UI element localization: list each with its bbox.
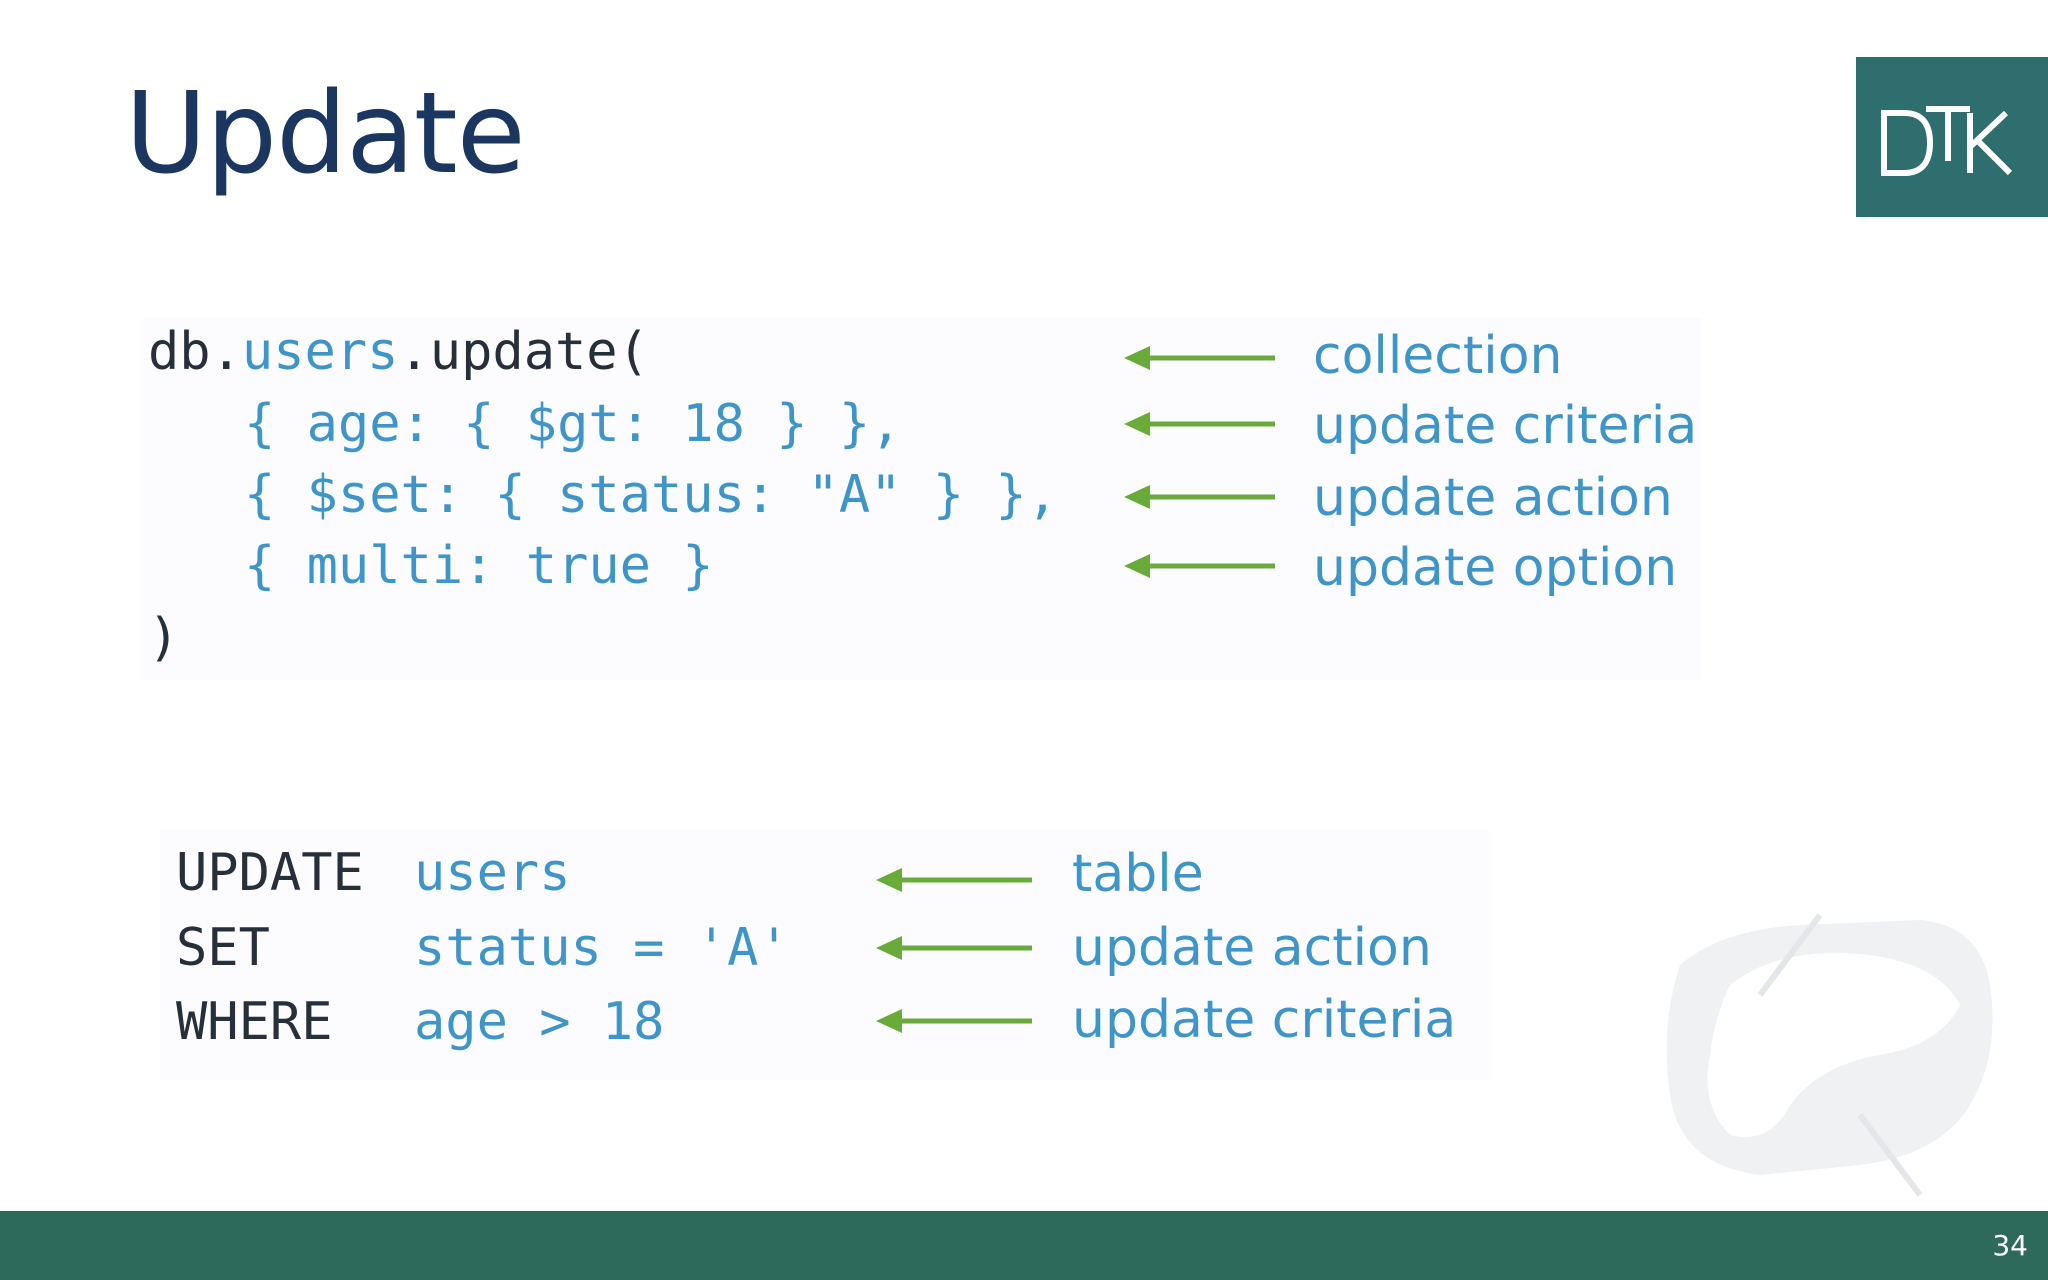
arrow-left-icon	[1124, 485, 1275, 509]
page-number: 34	[1992, 1229, 2028, 1262]
code-line-5: )	[148, 608, 180, 668]
code-line-1: db.users.update(	[148, 326, 649, 378]
slide-title: Update	[125, 69, 526, 199]
dtk-logo	[1856, 57, 2048, 217]
arrow-left-icon	[876, 868, 1032, 892]
code-db: db.	[148, 322, 242, 382]
footer-bar: 34	[0, 1211, 2048, 1280]
code-line-2: { age: { $gt: 18 } },	[244, 394, 902, 454]
sql-code-block	[160, 830, 1490, 1080]
sql-value-where: age > 18	[414, 992, 665, 1052]
arrow-left-icon	[1124, 346, 1275, 370]
sql-value-table: users	[414, 843, 571, 903]
note-update-action: update action	[1313, 468, 1673, 528]
note-update-criteria: update criteria	[1313, 396, 1698, 456]
note-sql-update-action: update action	[1072, 918, 1432, 978]
arrow-left-icon	[876, 936, 1032, 960]
dtk-logo-icon	[1881, 106, 2013, 176]
code-users: users	[241, 322, 399, 382]
code-line-4: { multi: true }	[244, 536, 714, 596]
arrow-left-icon	[1124, 412, 1275, 436]
arrow-left-icon	[1124, 554, 1275, 578]
note-sql-update-criteria: update criteria	[1072, 990, 1457, 1050]
sql-keyword-update: UPDATE	[176, 843, 364, 903]
code-line-3: { $set: { status: "A" } },	[244, 465, 1058, 525]
code-update: .update(	[398, 322, 649, 382]
drawing-hands-icon	[1666, 913, 1993, 1197]
sql-keyword-set: SET	[176, 918, 270, 978]
mongo-code-block	[142, 318, 1702, 680]
note-update-option: update option	[1313, 538, 1678, 598]
note-collection: collection	[1313, 326, 1563, 386]
sql-value-set: status = 'A'	[414, 918, 790, 978]
arrow-left-icon	[876, 1009, 1032, 1033]
note-table: table	[1072, 844, 1204, 904]
sql-keyword-where: WHERE	[176, 992, 333, 1052]
